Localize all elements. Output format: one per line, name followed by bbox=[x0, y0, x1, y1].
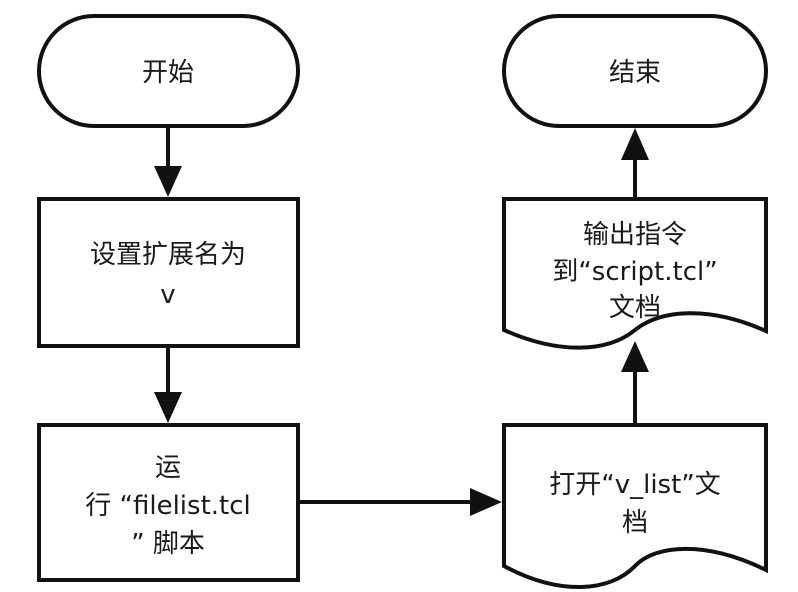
node-start: 开始 bbox=[37, 14, 300, 128]
output-command-label-line-2: 到“script.tcl” bbox=[552, 257, 717, 287]
edge-open-list-to-output-command bbox=[621, 341, 649, 425]
node-run-script: 运 行 “filelist.tcl ” 脚本 bbox=[37, 423, 300, 582]
edge-start-to-set-extension bbox=[154, 126, 182, 197]
open-list-document-shape bbox=[502, 423, 768, 589]
node-set-extension: 设置扩展名为 v bbox=[37, 197, 300, 348]
arrowhead-down-icon bbox=[154, 166, 182, 197]
arrowhead-right-icon bbox=[470, 488, 502, 516]
arrowhead-down-icon bbox=[154, 392, 182, 423]
node-end: 结束 bbox=[502, 14, 768, 128]
run-script-label-line-1: 运 bbox=[155, 453, 181, 483]
open-list-label-line-1: 打开“v_list”文 bbox=[549, 470, 721, 500]
output-command-label-line-3: 文档 bbox=[609, 293, 661, 323]
set-extension-label-line-1: 设置扩展名为 bbox=[90, 240, 246, 270]
open-list-label-line-2: 档 bbox=[622, 508, 648, 538]
set-extension-process-shape bbox=[37, 197, 300, 348]
end-terminator-shape bbox=[502, 14, 768, 128]
edge-set-extension-to-run-script bbox=[154, 346, 182, 423]
start-label: 开始 bbox=[142, 58, 194, 88]
run-script-process-shape bbox=[37, 423, 300, 582]
node-open-list: 打开“v_list”文 档 bbox=[502, 423, 768, 589]
edge-run-script-to-open-list bbox=[298, 488, 502, 516]
run-script-label-line-2: 行 “filelist.tcl bbox=[85, 491, 251, 521]
node-output-command: 输出指令 到“script.tcl” 文档 bbox=[502, 197, 768, 350]
run-script-label-line-3: ” 脚本 bbox=[131, 529, 205, 559]
arrowhead-up-icon bbox=[621, 341, 649, 372]
output-command-document-shape bbox=[502, 197, 768, 350]
set-extension-label-line-2: v bbox=[160, 280, 175, 310]
arrowhead-up-icon bbox=[621, 128, 649, 160]
edge-output-command-to-end bbox=[621, 128, 649, 199]
output-command-label-line-1: 输出指令 bbox=[583, 220, 687, 250]
end-label: 结束 bbox=[609, 58, 661, 88]
